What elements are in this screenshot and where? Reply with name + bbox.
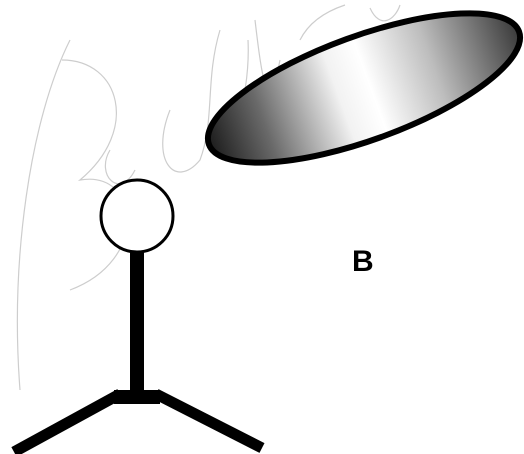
- tripod-hub: [114, 390, 160, 404]
- light-head: [99, 178, 175, 254]
- diagram-label: B: [352, 245, 374, 278]
- tripod-leg-left: [11, 389, 123, 454]
- light-stand-pole: [130, 250, 144, 398]
- tripod-leg-right: [153, 389, 265, 453]
- reflector-disc: [204, 10, 524, 166]
